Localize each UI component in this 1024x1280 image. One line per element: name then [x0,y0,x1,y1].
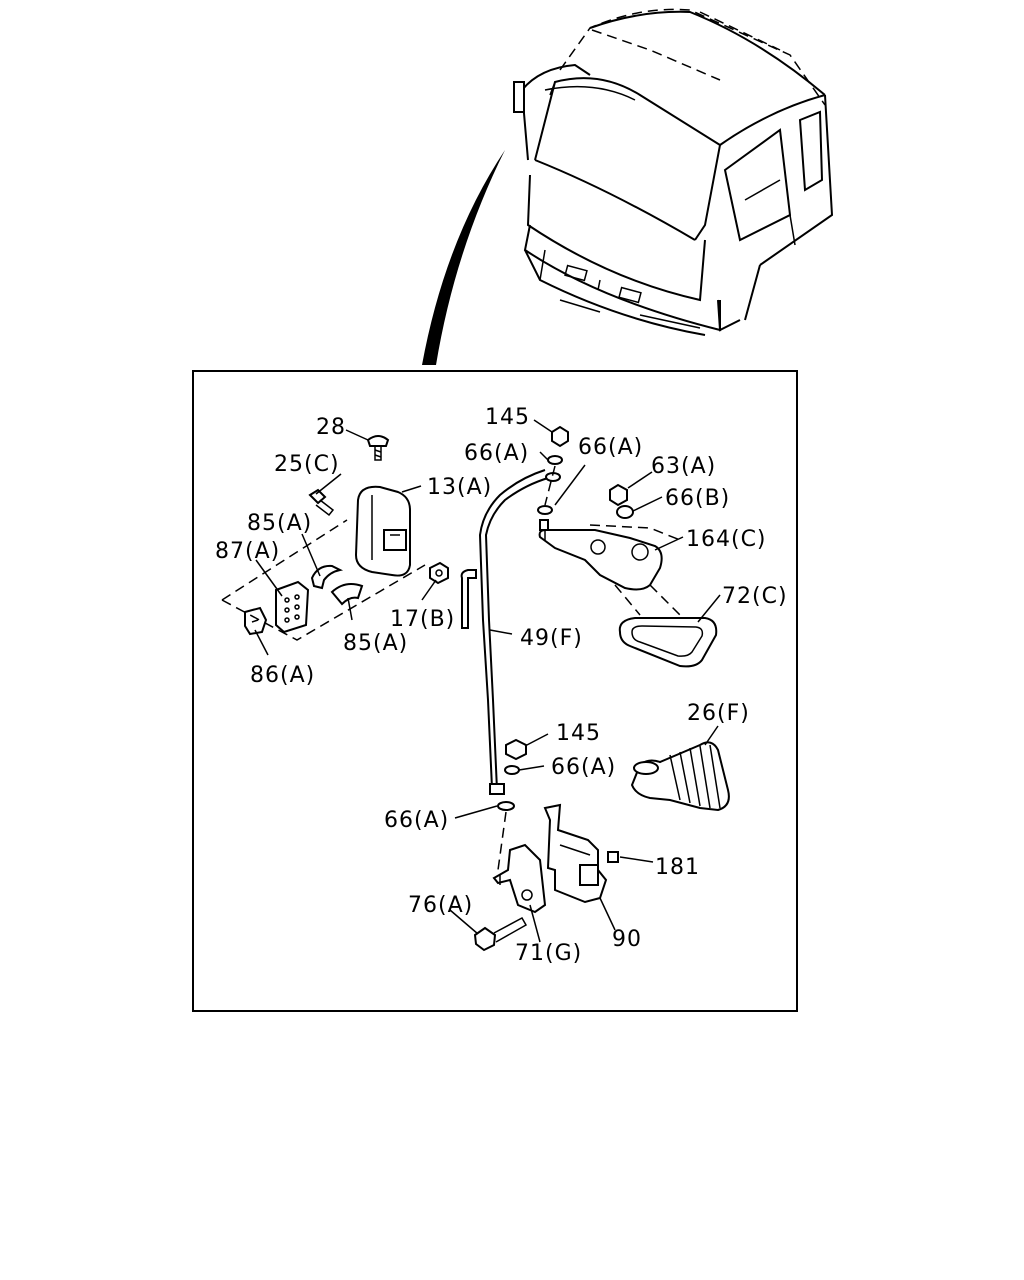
label-90: 90 [612,927,642,952]
truck-cab-illustration [513,8,834,336]
label-49f: 49(F) [520,626,583,651]
label-13a: 13(A) [427,475,492,500]
label-66a-3: 66(A) [551,755,616,780]
label-86a: 86(A) [250,663,315,688]
label-66a-4: 66(A) [384,808,449,833]
label-63a: 63(A) [651,454,716,479]
label-164c: 164(C) [686,527,767,552]
label-25c: 25(C) [274,452,340,477]
label-145-bottom: 145 [556,721,601,746]
label-66b: 66(B) [665,486,730,511]
detail-frame [192,370,798,1012]
label-26f: 26(F) [687,701,750,726]
label-85a-top: 85(A) [247,511,312,536]
mirror-group-parts [221,435,449,641]
label-181: 181 [655,855,700,880]
label-71g: 71(G) [515,941,582,966]
callout-pointer [422,150,505,365]
label-85a-bottom: 85(A) [343,631,408,656]
stay-pipe-group [460,425,569,871]
label-28: 28 [316,415,346,440]
label-76a: 76(A) [408,893,473,918]
bracket-lower-group [473,741,730,952]
bracket-upper-group [538,483,718,668]
label-72c: 72(C) [722,584,788,609]
label-145-top: 145 [485,405,530,430]
label-66a-2: 66(A) [578,435,643,460]
label-17b: 17(B) [390,607,455,632]
label-87a: 87(A) [215,539,280,564]
part-labels: 28 25(C) 13(A) 85(A) 87(A) 17(B) 85(A) 8… [215,405,788,966]
leader-lines [254,419,721,943]
label-66a-1: 66(A) [464,441,529,466]
